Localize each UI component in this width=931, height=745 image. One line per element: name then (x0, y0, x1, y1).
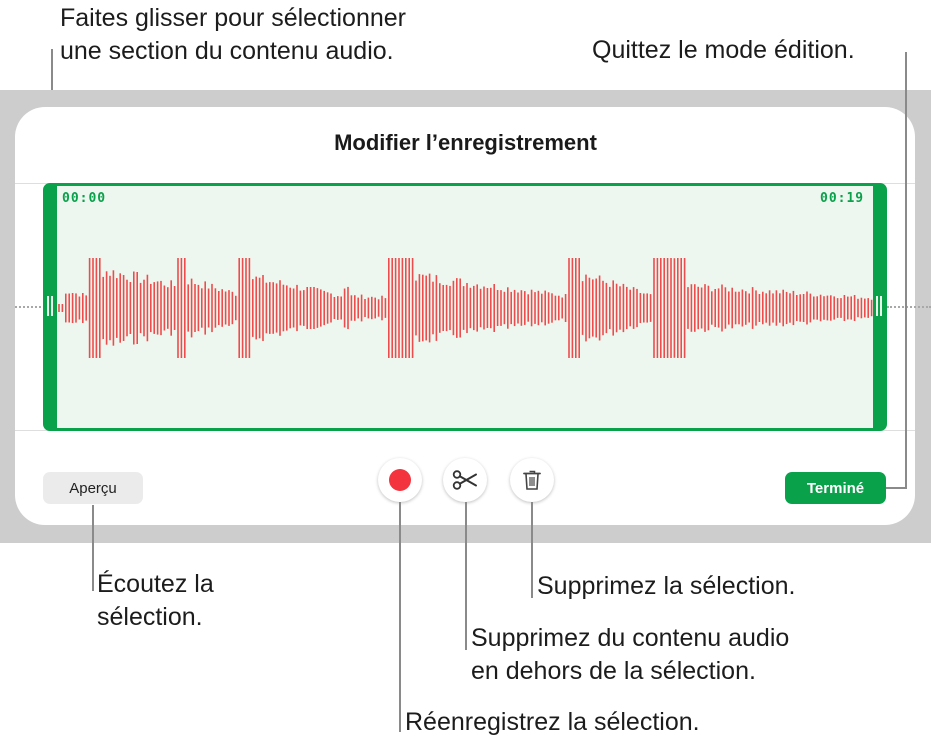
trash-icon (523, 470, 541, 490)
trim-button[interactable] (443, 458, 487, 502)
callout-select-section-line1: Faites glisser pour sélectionner (60, 4, 406, 32)
preview-button[interactable]: Aperçu (43, 472, 143, 504)
callout-listen-leader (92, 505, 94, 591)
callout-trim: Supprimez du contenu audio en dehors de … (471, 622, 789, 688)
callout-trim-leader (465, 502, 467, 650)
callout-listen: Écoutez la sélection. (97, 568, 214, 634)
selection-end-time: 00:19 (820, 191, 865, 206)
callout-rerecord-leader (399, 502, 401, 732)
delete-button[interactable] (510, 458, 554, 502)
scissors-icon (452, 470, 477, 490)
callout-select-section: Faites glisser pour sélectionner une sec… (60, 2, 406, 68)
timeline-left-dotted (15, 306, 45, 308)
callout-delete-selection: Supprimez la sélection. (537, 572, 796, 600)
callout-listen-line1: Écoutez la (97, 570, 214, 598)
dialog-title: Modifier l’enregistrement (334, 130, 597, 155)
selection-start-time: 00:00 (62, 191, 107, 206)
callout-select-section-line2: une section du contenu audio. (60, 37, 394, 65)
left-selection-handle[interactable] (47, 296, 53, 316)
rerecord-button[interactable] (378, 458, 422, 502)
timeline-right-dotted (887, 306, 931, 308)
callout-trim-line1: Supprimez du contenu audio (471, 624, 790, 652)
record-icon (389, 469, 411, 491)
audio-waveform (58, 258, 873, 358)
callout-exit-edit-leader (905, 52, 907, 489)
callout-trim-line2: en dehors de la sélection. (471, 657, 756, 685)
callout-delete-leader (531, 502, 533, 598)
done-button[interactable]: Terminé (785, 472, 886, 504)
right-selection-handle[interactable] (876, 296, 882, 316)
callout-listen-line2: sélection. (97, 603, 203, 631)
selection-region[interactable] (43, 183, 887, 431)
callout-exit-edit-leader-horizontal (886, 487, 907, 489)
callout-exit-edit: Quittez le mode édition. (592, 36, 855, 64)
callout-rerecord: Réenregistrez la sélection. (405, 708, 700, 736)
